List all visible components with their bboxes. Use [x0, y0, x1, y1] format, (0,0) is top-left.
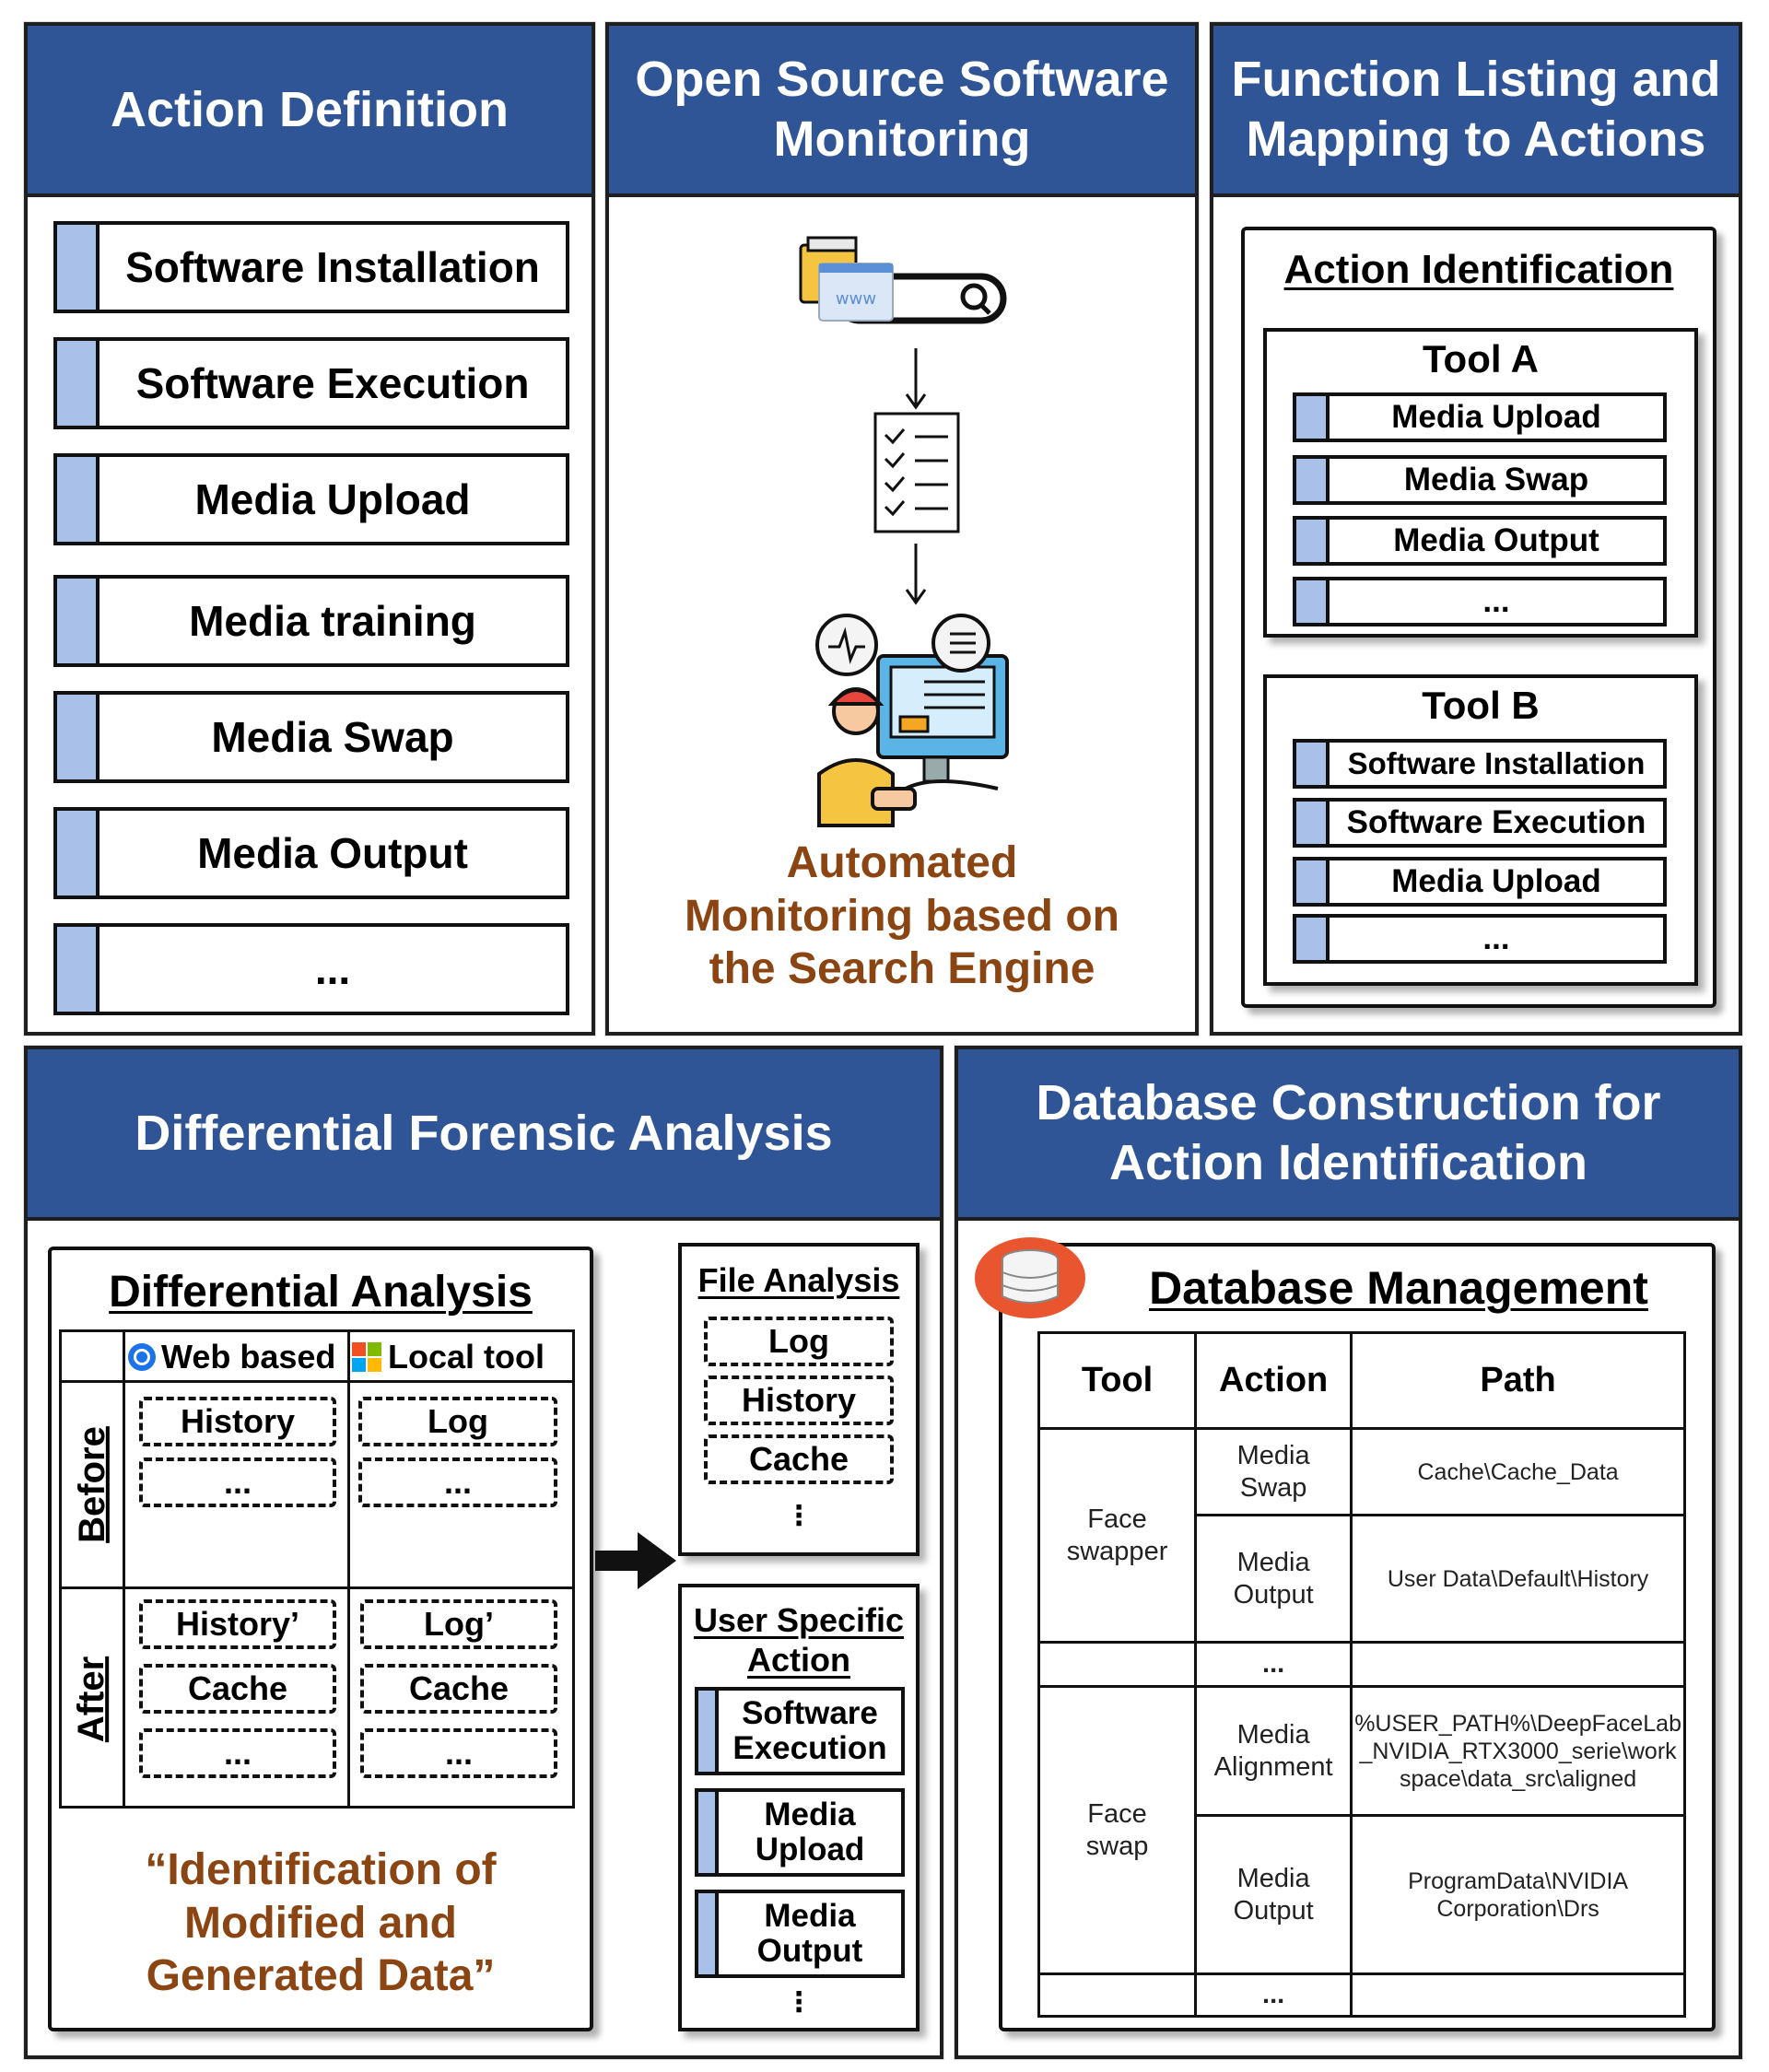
diff-grid: Web based Local tool Before After Histor… [59, 1329, 575, 1809]
after-web-item: ... [139, 1728, 336, 1778]
tool-a-item: Media Output [1293, 516, 1667, 566]
user-action-item: Media Output [695, 1890, 905, 1978]
path-cell: Cache\Cache_Data [1350, 1427, 1686, 1516]
panel-title: Action Definition [28, 26, 592, 197]
panel-title: Database Construction for Action Identif… [958, 1049, 1739, 1221]
tool-cell: Face swap [1037, 1685, 1198, 1975]
monitoring-worker-icon [815, 614, 1009, 827]
tool-a-card: Tool A Media Upload Media Swap Media Out… [1263, 328, 1698, 638]
panel-action-definition: Action Definition Software Installation … [24, 22, 595, 1036]
tool-b-card: Tool B Software Installation Software Ex… [1263, 674, 1698, 986]
arrow-down-icon [905, 544, 927, 605]
local-tool-header: Local tool [351, 1336, 576, 1378]
panel-differential-analysis: Differential Forensic Analysis Different… [24, 1046, 943, 2059]
card-title: User Specific Action [693, 1601, 905, 1680]
path-cell: ProgramData\NVIDIA Corporation\Drs [1350, 1814, 1686, 1975]
tool-name: Tool A [1423, 337, 1539, 380]
after-label: After [71, 1656, 112, 1742]
database-table: Tool Action Path Face swapper Media Swap… [1037, 1331, 1686, 2018]
after-web-item: Cache [139, 1664, 336, 1714]
action-identification-card: Action Identification Tool A Media Uploa… [1241, 227, 1716, 1008]
panel-function-listing: Function Listing and Mapping to Actions … [1210, 22, 1742, 1036]
action-item: Media Swap [53, 691, 569, 783]
www-label: www [836, 289, 876, 309]
action-cell: Media Output [1194, 1814, 1353, 1975]
file-analysis-item: Cache [704, 1434, 894, 1484]
after-local-item: Cache [360, 1664, 557, 1714]
tool-a-item: ... [1293, 577, 1667, 626]
before-web-item: History [139, 1397, 336, 1446]
user-action-item: Media Upload [695, 1788, 905, 1877]
tool-b-item: Software Execution [1293, 798, 1667, 848]
user-specific-action-card: User Specific Action Software Execution … [678, 1584, 920, 2031]
search-engine-icon: www [799, 236, 1007, 324]
arrow-right-icon [595, 1532, 676, 1589]
card-title: File Analysis [697, 1261, 900, 1299]
card-title: Differential Analysis [109, 1268, 533, 1317]
more-indicator: ⋮ [785, 1987, 813, 2018]
tool-a-item: Media Swap [1293, 455, 1667, 505]
more-indicator: ⋮ [785, 1501, 813, 1531]
card-title: Database Management [1149, 1262, 1648, 1314]
user-action-item: Software Execution [695, 1687, 905, 1775]
action-item: Media Output [53, 807, 569, 899]
file-analysis-card: File Analysis Log History Cache ⋮ [678, 1243, 920, 1556]
file-analysis-item: Log [704, 1317, 894, 1366]
tool-b-item: ... [1293, 914, 1667, 964]
tool-cell [1037, 1972, 1198, 2018]
before-local-item: ... [358, 1457, 557, 1507]
checklist-icon [873, 412, 960, 533]
tool-b-item: Media Upload [1293, 857, 1667, 907]
action-item: ... [53, 923, 569, 1015]
after-local-item: ... [360, 1728, 557, 1778]
tool-cell [1037, 1641, 1198, 1688]
before-label: Before [71, 1425, 112, 1543]
header-path: Path [1350, 1331, 1686, 1430]
after-web-item: History’ [139, 1599, 336, 1649]
panel-title: Open Source Software Monitoring [609, 26, 1195, 197]
web-based-header: Web based [126, 1336, 346, 1378]
action-cell: Media Swap [1194, 1427, 1353, 1516]
action-cell: Media Output [1194, 1514, 1353, 1644]
action-cell: ... [1194, 1641, 1353, 1688]
action-item: Media Upload [53, 453, 569, 545]
database-management-card: Database Management Tool Action Path Fac… [975, 1237, 1716, 2031]
differential-analysis-card: Differential Analysis Web based Local to… [48, 1247, 593, 2031]
tool-b-item: Software Installation [1293, 739, 1667, 789]
identification-quote: “Identification of Modified and Generate… [145, 1845, 497, 2001]
browser-icon [128, 1343, 156, 1371]
tool-a-item: Media Upload [1293, 392, 1667, 442]
tool-name: Tool B [1422, 684, 1540, 727]
windows-icon [352, 1342, 381, 1372]
monitoring-caption: Automated Monitoring based on the Search… [685, 838, 1119, 994]
panel-title: Function Listing and Mapping to Actions [1213, 26, 1739, 197]
before-local-item: Log [358, 1397, 557, 1446]
path-cell: User Data\Default\History [1350, 1514, 1686, 1644]
action-item: Media training [53, 575, 569, 667]
action-cell: ... [1194, 1972, 1353, 2018]
header-tool: Tool [1037, 1331, 1198, 1430]
panel-title: Differential Forensic Analysis [28, 1049, 940, 1221]
panel-database-construction: Database Construction for Action Identif… [955, 1046, 1742, 2059]
database-icon [975, 1237, 1085, 1318]
tool-cell: Face swapper [1037, 1427, 1198, 1644]
path-cell: %USER_PATH%\DeepFaceLab _NVIDIA_RTX3000_… [1350, 1685, 1686, 1817]
path-cell [1350, 1972, 1686, 2018]
path-cell [1350, 1641, 1686, 1688]
action-item: Software Installation [53, 221, 569, 313]
file-analysis-item: History [704, 1375, 894, 1425]
after-local-item: Log’ [360, 1599, 557, 1649]
panel-oss-monitoring: Open Source Software Monitoring www [605, 22, 1199, 1036]
card-title: Action Identification [1283, 247, 1674, 292]
header-action: Action [1194, 1331, 1353, 1430]
before-web-item: ... [139, 1457, 336, 1507]
action-item: Software Execution [53, 337, 569, 429]
arrow-down-icon [905, 348, 927, 410]
action-cell: Media Alignment [1194, 1685, 1353, 1817]
